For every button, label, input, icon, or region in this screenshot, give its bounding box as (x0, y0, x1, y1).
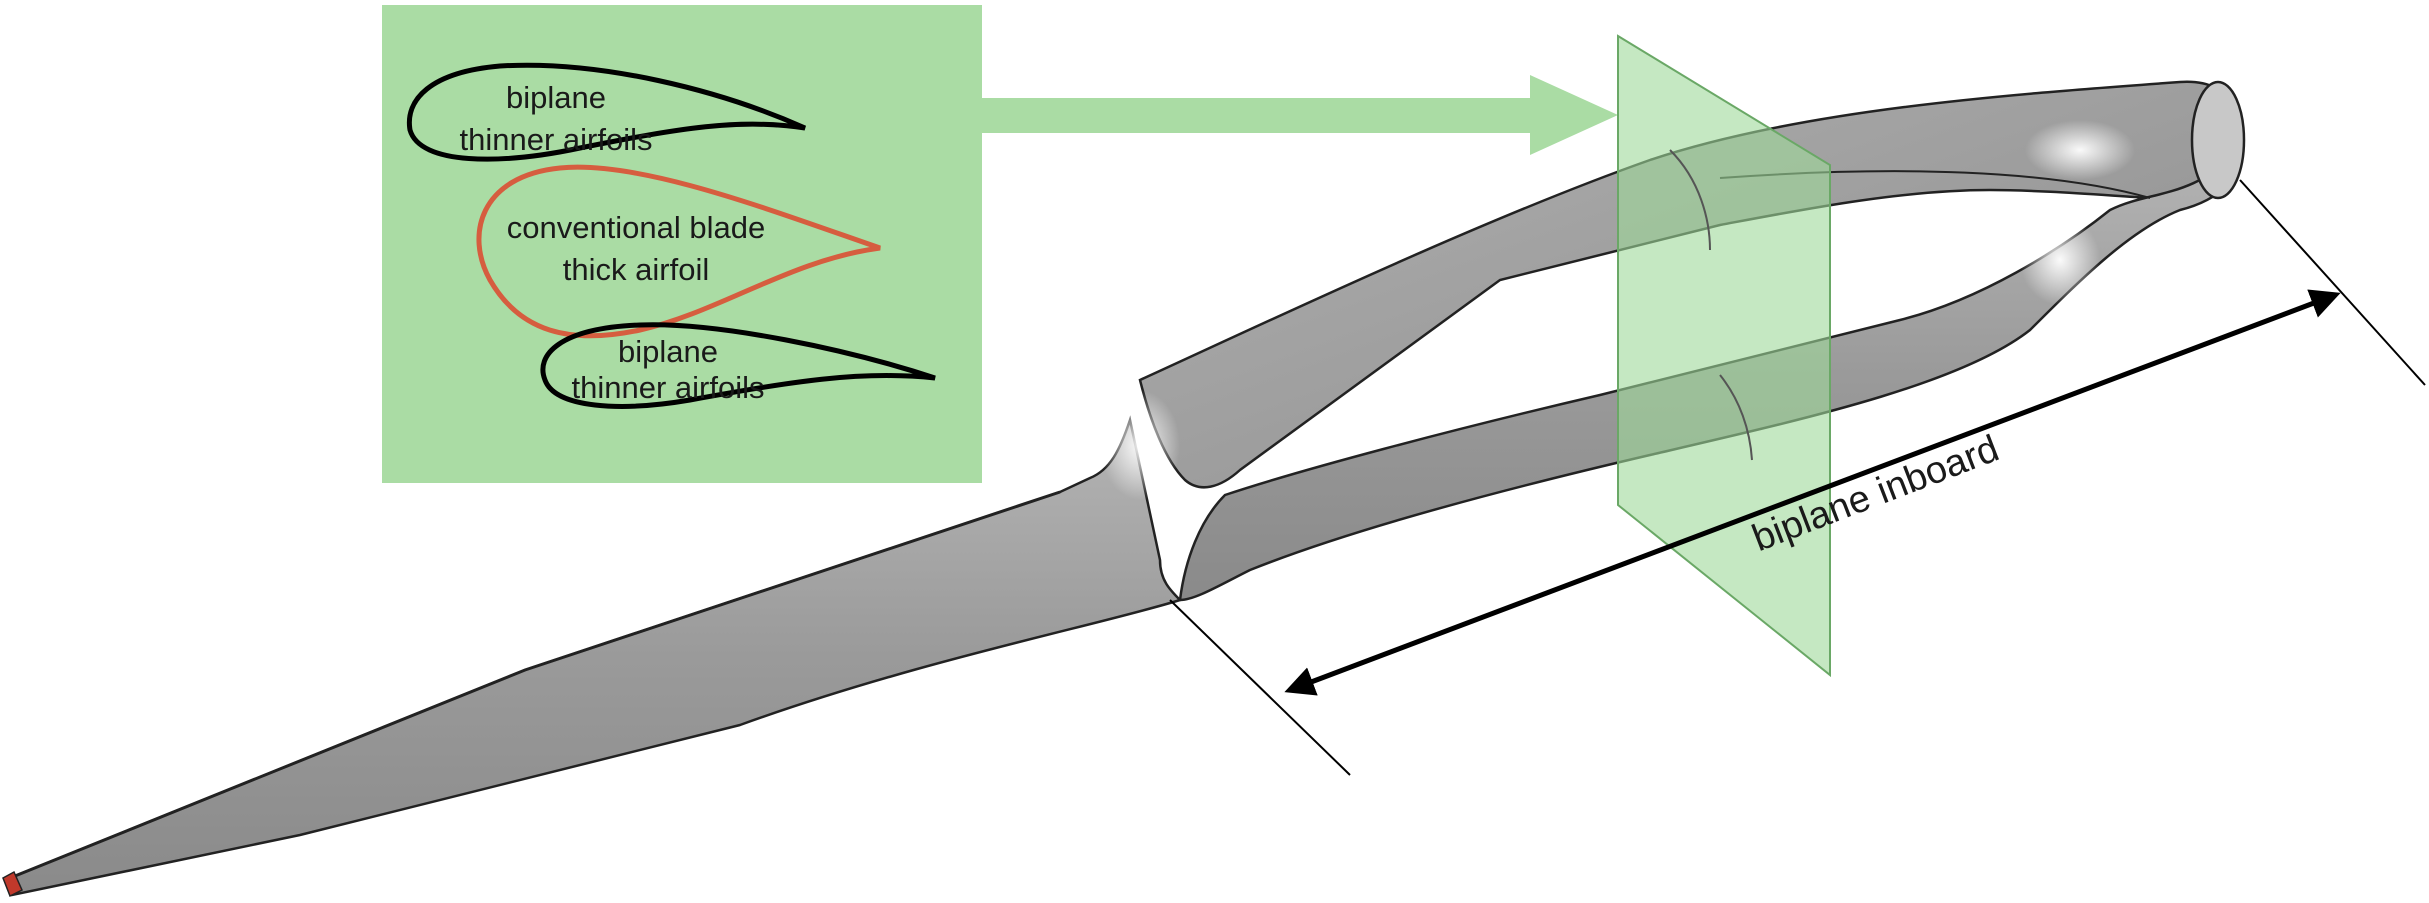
upper-airfoil-label-1: biplane (506, 80, 606, 115)
dimension-arrow (1284, 289, 2341, 696)
upper-biplane-airfoil (406, 62, 807, 162)
middle-airfoil-label-1: conventional blade (507, 210, 766, 245)
extension-line-outer (2239, 179, 2426, 386)
middle-airfoil-label-2: thick airfoil (563, 252, 709, 287)
lower-biplane-airfoil (540, 322, 936, 409)
lower-airfoil-label-1: biplane (618, 334, 718, 369)
highlight-junction (1100, 390, 1180, 500)
connector-arrow (982, 75, 1618, 155)
extension-line-inner (1169, 599, 1351, 776)
highlight-root-upper (2025, 120, 2135, 180)
blade-tip (2, 870, 23, 898)
upper-airfoil-label-2: thinner airfoils (460, 122, 653, 157)
highlight-root-lower (2020, 215, 2100, 305)
lower-airfoil-label-2: thinner airfoils (572, 370, 765, 405)
blade-root (2190, 80, 2246, 200)
blade-leading-edge (4, 490, 1061, 882)
blade-outboard (3, 415, 1183, 897)
section-cut-upper (1669, 149, 1711, 251)
conventional-airfoil (476, 164, 881, 339)
